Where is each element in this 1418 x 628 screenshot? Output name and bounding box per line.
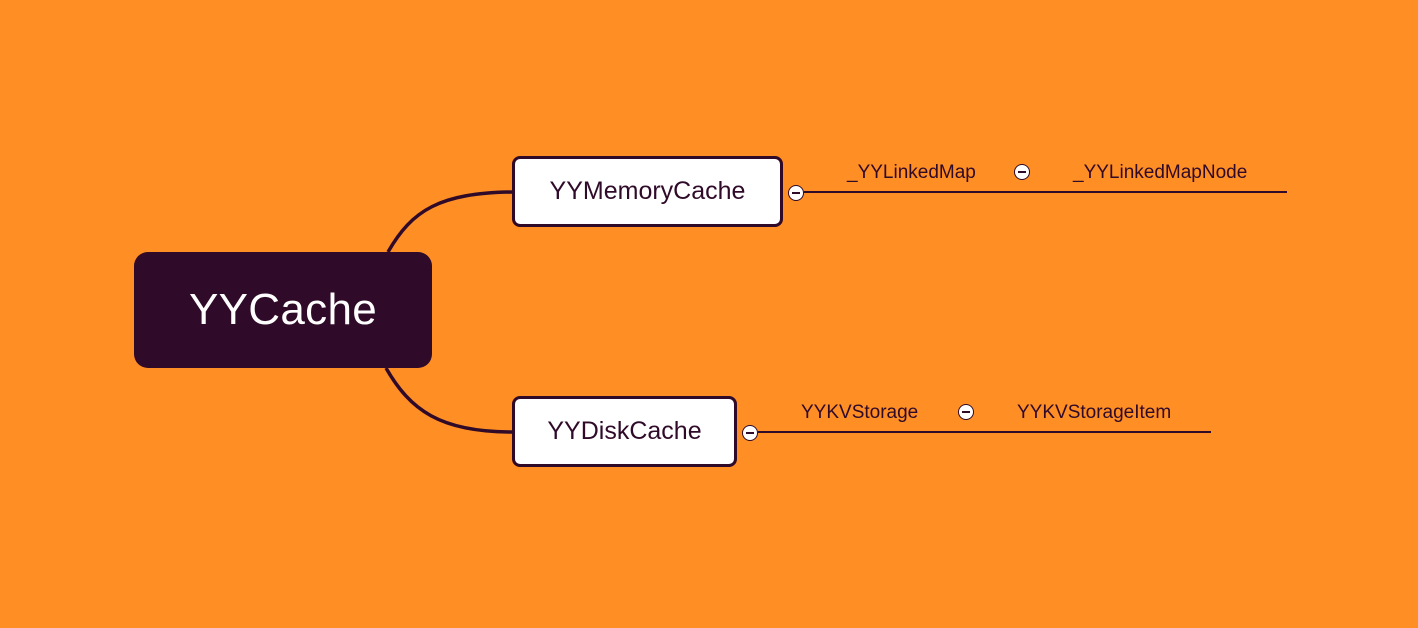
- node-yykvstorage[interactable]: YYKVStorage: [801, 402, 919, 423]
- collapse-minus-icon[interactable]: [1014, 164, 1030, 180]
- collapse-minus-icon[interactable]: [958, 404, 974, 420]
- node-label: YYDiskCache: [547, 417, 702, 445]
- node-yydiskcache[interactable]: YYDiskCache: [512, 396, 737, 467]
- node-yylinkedmapnode[interactable]: _YYLinkedMapNode: [1073, 162, 1248, 183]
- edge-root-to-disk: [384, 367, 513, 434]
- edge-root-to-memory: [386, 190, 513, 253]
- node-label: YYMemoryCache: [549, 177, 746, 205]
- node-yylinkedmap[interactable]: _YYLinkedMap: [847, 162, 976, 183]
- root-node[interactable]: YYCache: [134, 252, 432, 368]
- node-yykvstorageitem[interactable]: YYKVStorageItem: [1017, 402, 1172, 423]
- node-yymemorycache[interactable]: YYMemoryCache: [512, 156, 783, 227]
- root-label: YYCache: [189, 285, 377, 334]
- collapse-minus-icon[interactable]: [742, 425, 758, 441]
- collapse-minus-icon[interactable]: [788, 185, 804, 201]
